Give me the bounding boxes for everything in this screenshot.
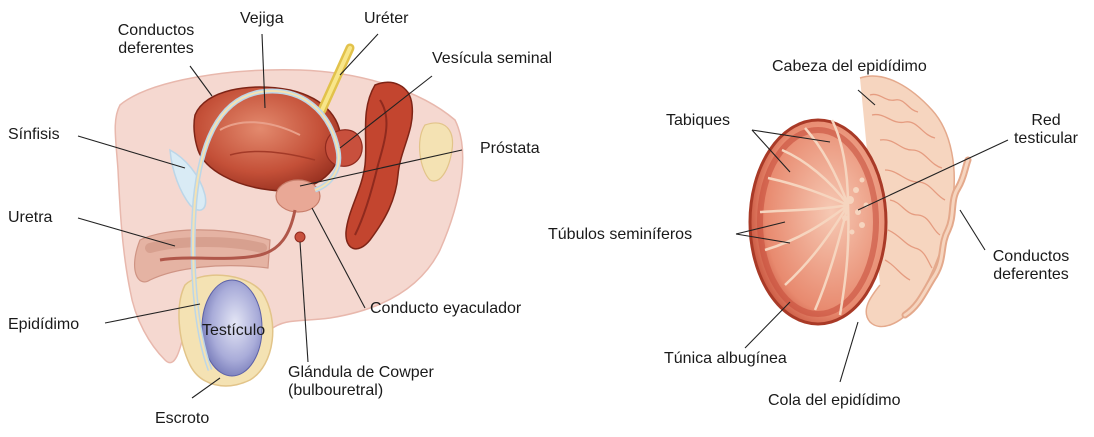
label-tunica-albuginea: Túnica albugínea (664, 350, 787, 368)
right-anatomy-art (750, 76, 968, 326)
label-red-testicular: Red testicular (998, 112, 1094, 148)
label-cabeza-epididimo: Cabeza del epidídimo (772, 58, 927, 76)
label-tubulos-seminiferos: Túbulos seminíferos (548, 226, 692, 244)
label-conductos-deferentes-right: Conductos deferentes (976, 248, 1086, 284)
label-vesicula-seminal: Vesícula seminal (432, 50, 552, 68)
label-cola-epididimo: Cola del epidídimo (768, 392, 901, 410)
label-conducto-eyaculador: Conducto eyaculador (370, 300, 521, 318)
label-prostata: Próstata (480, 140, 540, 158)
prostate-shape (276, 180, 320, 212)
label-testiculo: Testículo (202, 322, 265, 340)
label-tabiques: Tabiques (666, 112, 730, 130)
label-vejiga: Vejiga (240, 10, 284, 28)
label-glandula-cowper: Glándula de Cowper (bulbouretral) (288, 364, 434, 400)
label-epididimo: Epidídimo (8, 316, 79, 334)
left-anatomy-art (115, 48, 462, 386)
label-conductos-deferentes-left: Conductos deferentes (104, 22, 208, 58)
label-ureter: Uréter (364, 10, 408, 28)
label-sinfisis: Sínfisis (8, 126, 60, 144)
label-uretra: Uretra (8, 209, 52, 227)
label-escroto: Escroto (155, 410, 209, 428)
cowper-gland-shape (295, 232, 305, 242)
